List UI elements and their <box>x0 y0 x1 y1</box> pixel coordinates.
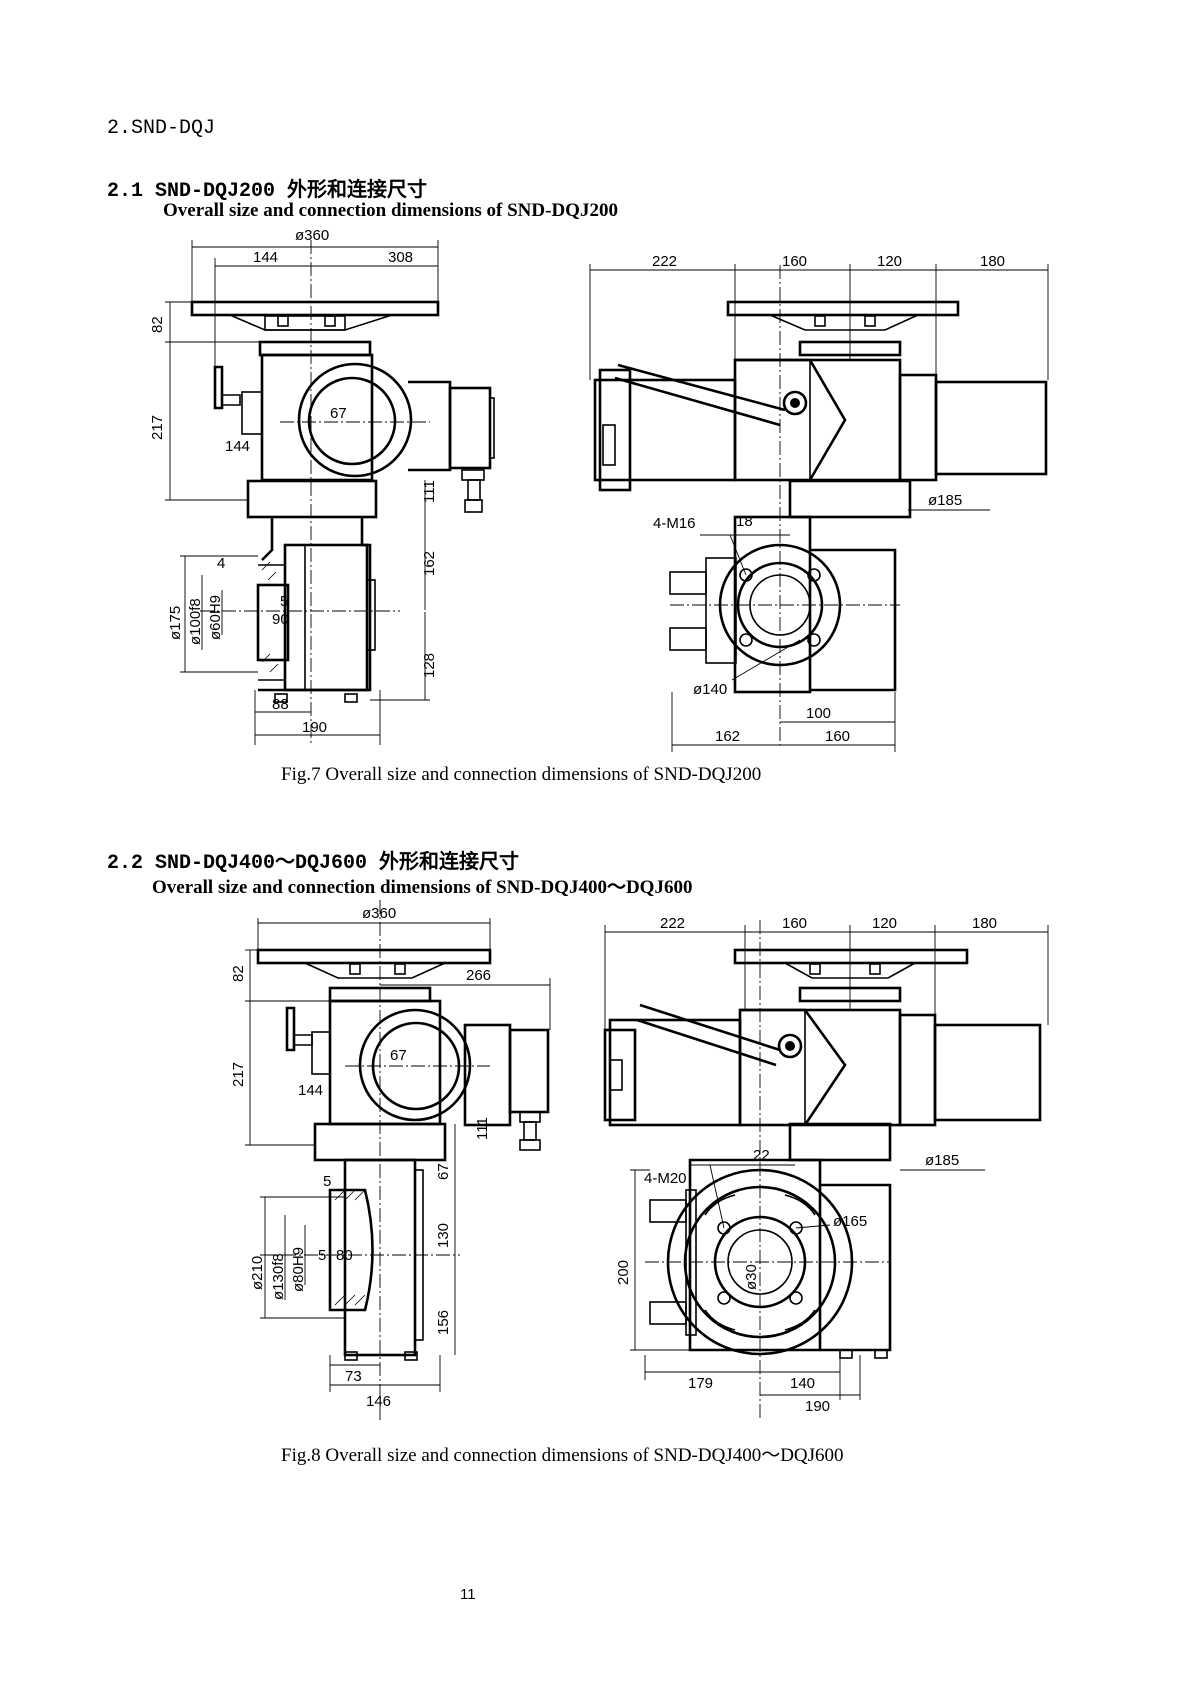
fig7-dim-d175: ø175 <box>167 606 184 640</box>
fig8-dim-5: 5 <box>323 1173 331 1190</box>
fig7-dim-r222: 222 <box>652 253 677 270</box>
section-title: 2.SND-DQJ <box>107 117 216 140</box>
fig7-right-view <box>589 264 1049 752</box>
fig7-dim-r18: 18 <box>736 513 753 530</box>
fig7-dim-rM16: 4-M16 <box>653 515 696 532</box>
fig7-dim-144b: 144 <box>225 438 250 455</box>
fig7-dim-r100: 100 <box>806 705 831 722</box>
fig7-dim-d60H9: ø60H9 <box>207 595 224 640</box>
fig7-left-view <box>165 240 495 745</box>
fig8-dim-d210: ø210 <box>249 1256 266 1290</box>
fig8-dim-73: 73 <box>345 1368 362 1385</box>
fig8-dim-82: 82 <box>230 965 247 982</box>
fig8-dim-130: 130 <box>435 1223 452 1248</box>
fig8-dim-r160: 160 <box>782 915 807 932</box>
fig7-dim-67: 67 <box>330 405 347 422</box>
fig8-dim-r180: 180 <box>972 915 997 932</box>
fig8-dim-r190: 190 <box>805 1398 830 1415</box>
fig8-dim-r140: 140 <box>790 1375 815 1392</box>
fig7-dim-90: 90 <box>272 611 289 628</box>
fig7-dim-217: 217 <box>149 415 166 440</box>
fig8-dim-67: 67 <box>390 1047 407 1064</box>
fig7-dim-r140: ø140 <box>693 681 727 698</box>
fig7-dim-r160b: 160 <box>825 728 850 745</box>
fig7-dim-82: 82 <box>149 316 166 333</box>
fig8-dim-r179: 179 <box>688 1375 713 1392</box>
fig8-right-view <box>603 920 1049 1420</box>
fig7-dim-r180: 180 <box>980 253 1005 270</box>
fig7-dim-4: 4 <box>217 555 225 572</box>
fig8-dim-r120: 120 <box>872 915 897 932</box>
fig8-dim-111: 111 <box>474 1117 491 1140</box>
fig8-dim-rM20: 4-M20 <box>644 1170 687 1187</box>
fig8-dim-266: 266 <box>466 967 491 984</box>
fig7-dim-308: 308 <box>388 249 413 266</box>
fig8-left-view <box>245 900 551 1420</box>
fig7-dim-r185: ø185 <box>928 492 962 509</box>
fig8-dim-146: 146 <box>366 1393 391 1410</box>
fig8-dim-r185: ø185 <box>925 1152 959 1169</box>
fig8-dim-80: 80 <box>336 1247 353 1264</box>
fig8-caption: Fig.8 Overall size and connection dimens… <box>281 1445 844 1466</box>
page-number: 11 <box>460 1586 476 1603</box>
fig8-dim-156: 156 <box>435 1310 452 1335</box>
fig8-dim-144: 144 <box>298 1082 323 1099</box>
fig8-dim-d360: ø360 <box>362 905 396 922</box>
section-2-1-subheading: Overall size and connection dimensions o… <box>163 200 618 221</box>
fig7-dim-111: 111 <box>421 480 438 503</box>
fig8-dim-d80H9: ø80H9 <box>290 1247 307 1292</box>
fig8-dim-217: 217 <box>230 1062 247 1087</box>
fig7-dim-d360: ø360 <box>295 227 329 244</box>
fig7-dim-190: 190 <box>302 719 327 736</box>
fig7-dim-162: 162 <box>421 551 438 576</box>
fig7-dim-d100f8: ø100f8 <box>187 598 204 645</box>
fig8-dim-r222: 222 <box>660 915 685 932</box>
fig7-dim-r162: 162 <box>715 728 740 745</box>
fig8-dim-r165: ø165 <box>833 1213 867 1230</box>
section-2-2-heading: 2.2 SND-DQJ400～DQJ600 外形和连接尺寸 <box>107 852 520 875</box>
fig8-dim-r30: ø30 <box>743 1264 760 1290</box>
fig7-dim-128: 128 <box>421 653 438 678</box>
fig7-caption: Fig.7 Overall size and connection dimens… <box>281 764 762 785</box>
fig8-dim-r200: 200 <box>615 1260 632 1285</box>
fig8-dim-5b: 5 <box>318 1247 326 1264</box>
fig8-dim-d130f8: ø130f8 <box>270 1253 287 1300</box>
fig7-dim-r120: 120 <box>877 253 902 270</box>
fig7-dim-5: 5 <box>280 593 288 610</box>
fig8-dim-67b: 67 <box>435 1163 452 1180</box>
section-2-2-subheading: Overall size and connection dimensions o… <box>152 877 693 898</box>
fig8-dim-r22: 22 <box>753 1147 770 1164</box>
fig7-dim-144a: 144 <box>253 249 278 266</box>
section-2-1-heading: 2.1 SND-DQJ200 外形和连接尺寸 <box>107 180 428 203</box>
fig7-dim-r160: 160 <box>782 253 807 270</box>
fig7-dim-88: 88 <box>272 696 289 713</box>
